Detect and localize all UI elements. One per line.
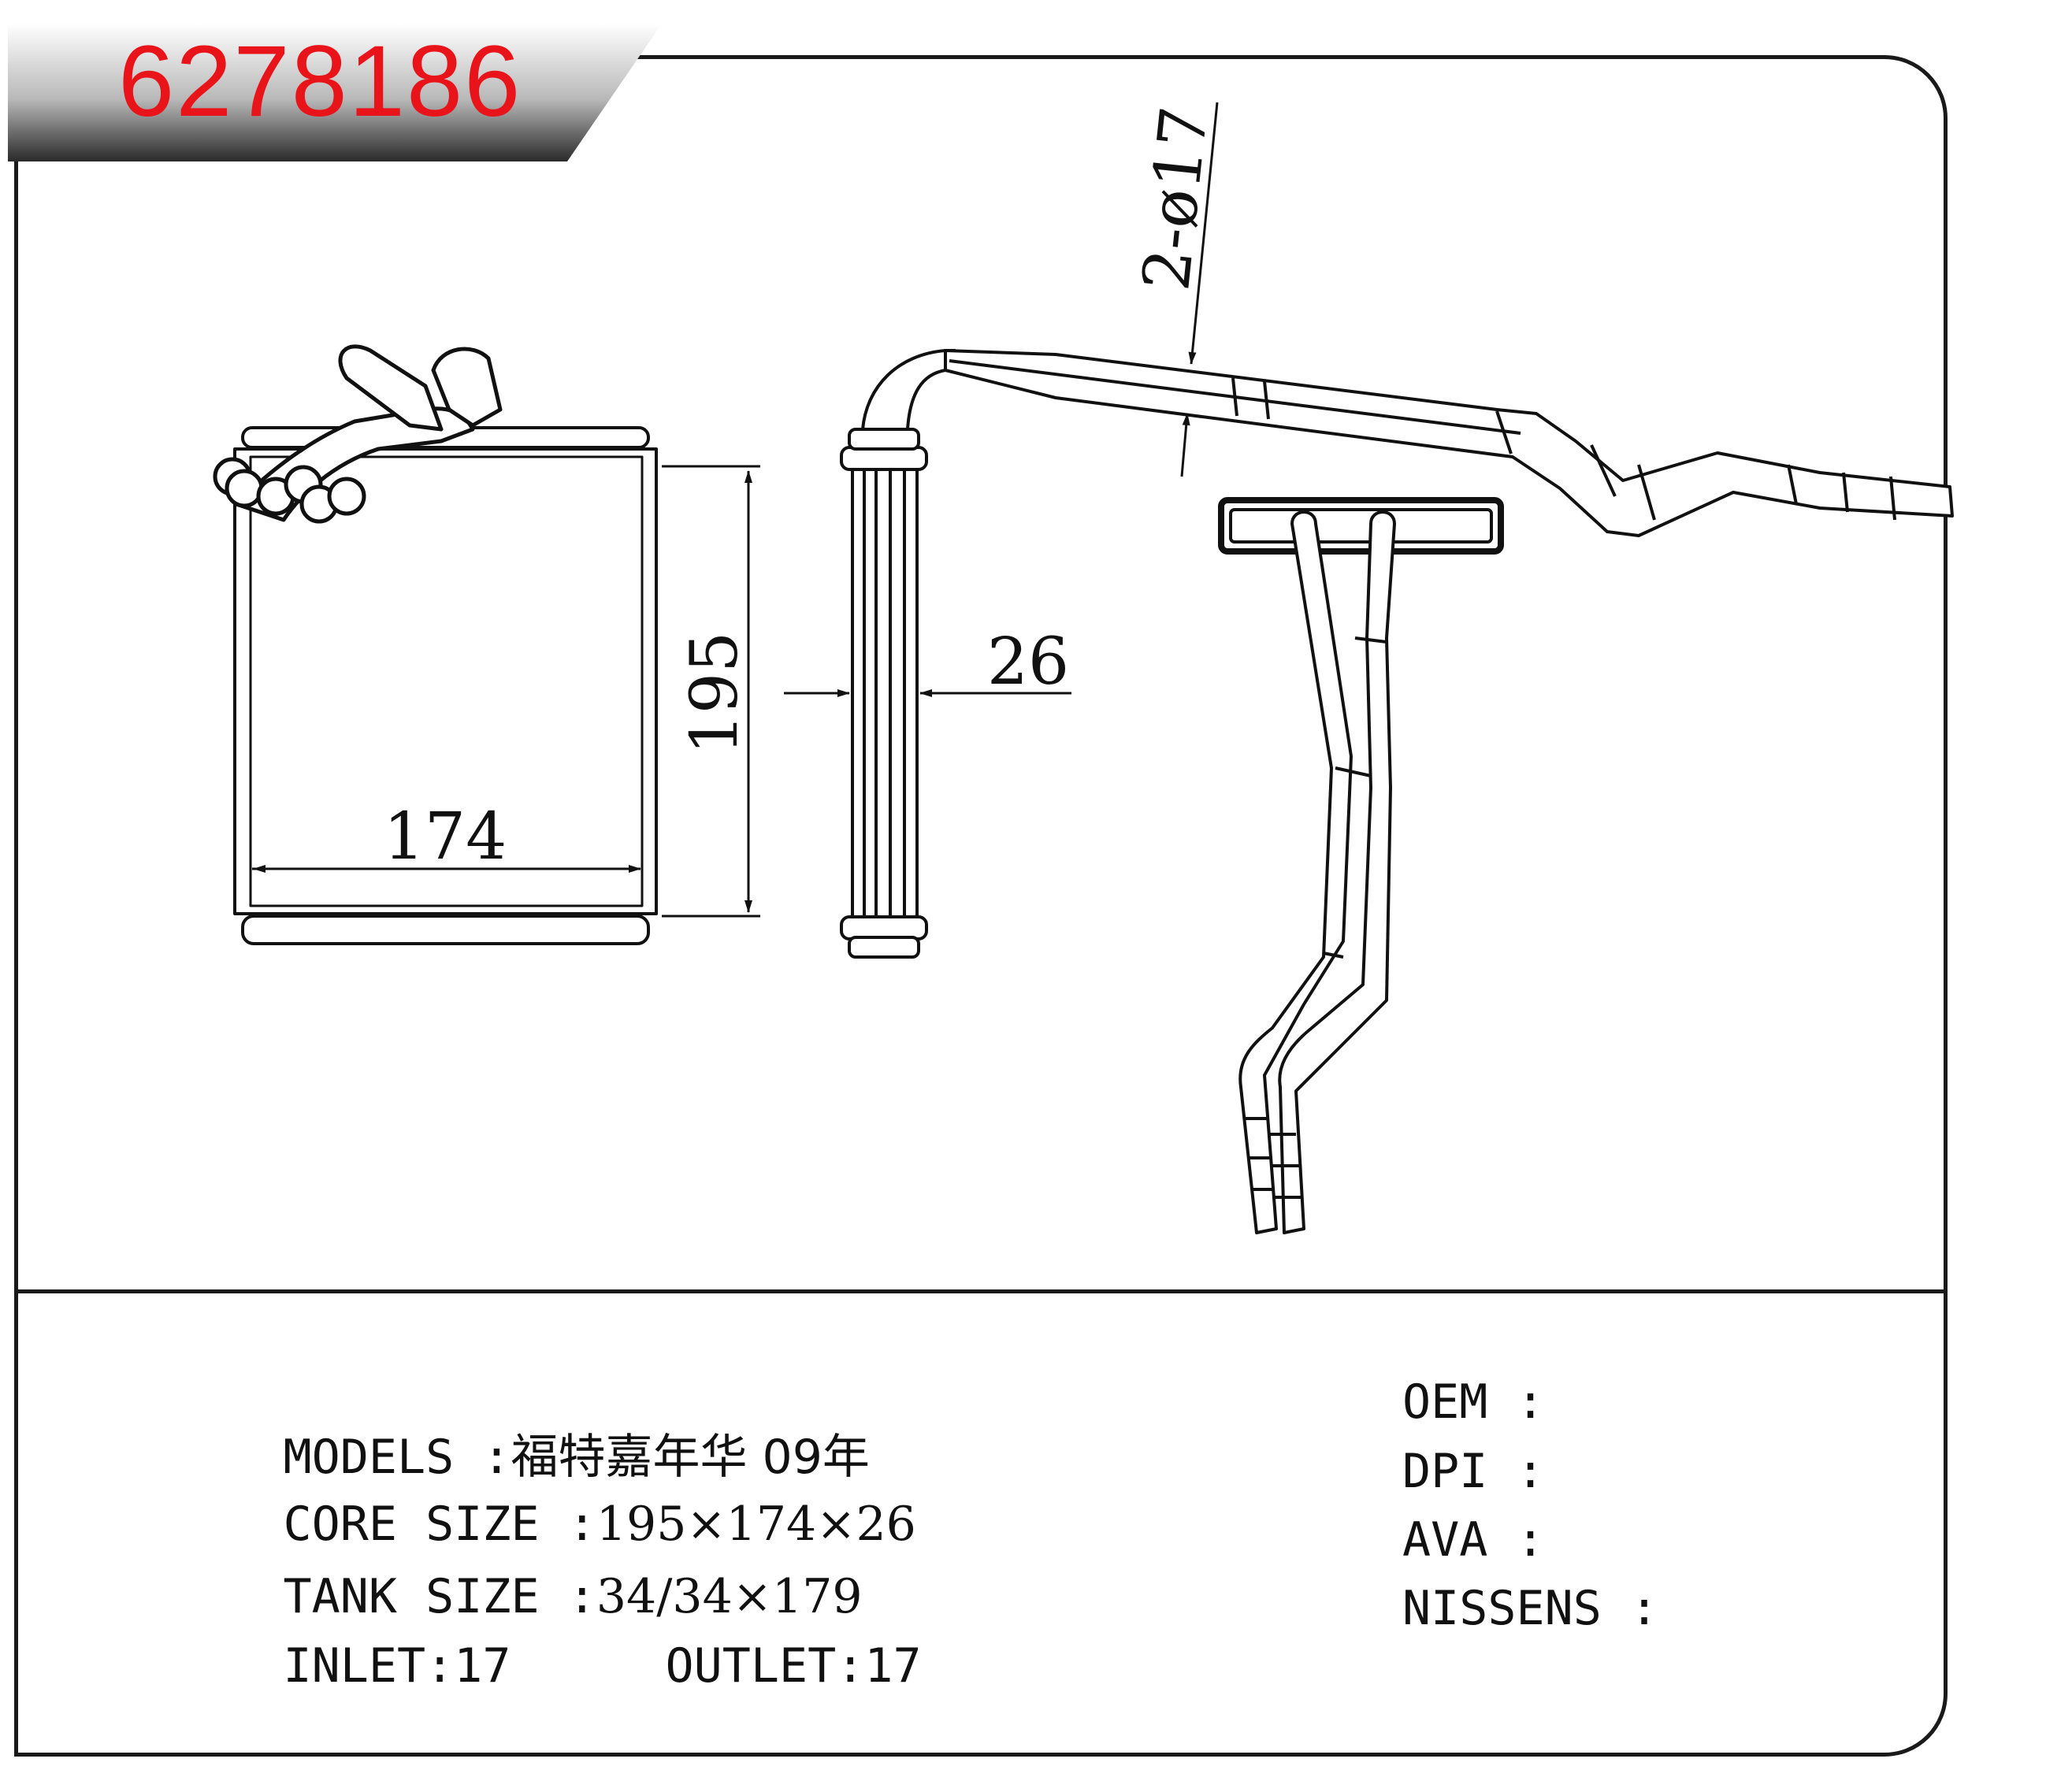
tank-size-row: TANK SIZE :34/34×179 [169,1526,863,1668]
frame-divider [14,1289,1948,1293]
thickness-dimension: 26 [987,625,1069,699]
part-number-banner [8,24,662,161]
core-inner [249,455,644,907]
inlet-value: 17 [454,1638,511,1694]
core-size-value: 195×174×26 [596,1497,916,1552]
outlet-value: 17 [864,1638,922,1694]
tank-size-label: TANK SIZE : [283,1569,596,1624]
front-view [213,344,658,945]
part-number: 6278186 [118,25,522,138]
front-dimensions [252,465,760,918]
core-size-row: CORE SIZE :195×174×26 [169,1453,916,1595]
inlet-outlet-pipes [213,344,503,524]
nissens-label: NISSENS : [1402,1581,1659,1636]
models-value: 福特嘉年华 09年 [511,1430,870,1485]
oem-label: OEM : [1402,1375,1545,1430]
bracket-pipes-view [1218,497,1504,1234]
pipe-diameter-dimension: 2-ø17 [1129,103,1223,294]
inlet-row: INLET:17 [169,1595,511,1737]
inlet-label: INLET: [283,1638,455,1694]
pipe-dimension-lines [1180,102,1219,477]
outlet-row: OUTLET:17 [551,1595,922,1737]
dpi-label: DPI : [1402,1444,1545,1499]
width-dimension: 174 [384,800,507,874]
outlet-label: OUTLET: [665,1638,865,1694]
core-outline [233,447,658,915]
height-dimension: 195 [678,632,752,755]
models-label: MODELS : [283,1430,511,1485]
bottom-tank [241,915,650,945]
side-view [840,349,956,959]
core-size-label: CORE SIZE : [283,1497,596,1552]
tank-size-value: 34/34×179 [596,1569,863,1624]
top-view-pipes [944,349,1954,537]
models-row: MODELS :福特嘉年华 09年 [169,1386,870,1528]
ava-label: AVA : [1402,1512,1545,1568]
